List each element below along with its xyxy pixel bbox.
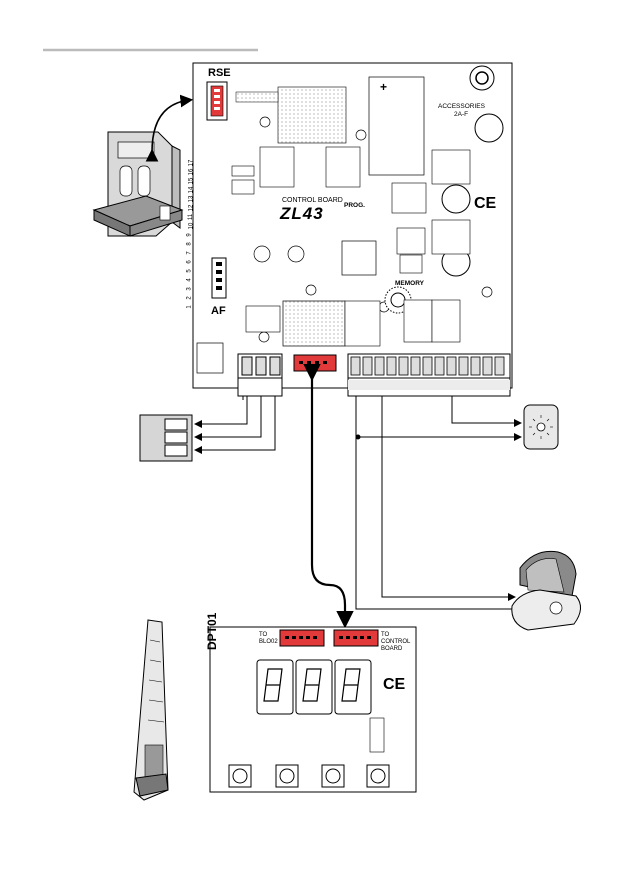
accessories-label: ACCESSORIES [438, 103, 485, 110]
terminal-screw [470, 356, 481, 376]
board-model: ZL43 [280, 204, 324, 223]
ce-mark-main: CE [474, 195, 497, 212]
terminal-number: 8 [186, 242, 193, 246]
prog-label: PROG. [344, 202, 365, 209]
fuse-label: 2A-F [454, 111, 469, 118]
terminal-number: 3 [186, 287, 193, 291]
terminal-number: 12 [188, 204, 195, 212]
rse-label: RSE [208, 67, 231, 79]
aux-wires [194, 396, 276, 454]
control-board-title: CONTROL BOARD [282, 197, 343, 204]
relay-k4 [282, 300, 346, 347]
rse-card-illustration [92, 131, 184, 237]
component-u28 [325, 146, 361, 188]
terminal-number: 13 [188, 195, 195, 203]
component-u26 [259, 146, 295, 188]
rse-connector [206, 81, 228, 121]
terminal-screw [350, 356, 361, 376]
display-buttons [228, 764, 390, 788]
display-model: DPT01 [205, 612, 219, 650]
terminal-number: 16 [188, 168, 195, 176]
rse-arrow [145, 94, 194, 162]
auxiliary-terminal-block [139, 414, 193, 462]
terminal-screw [362, 356, 373, 376]
relay-k1 [344, 300, 381, 347]
terminal-number: 2 [186, 296, 193, 300]
terminal-number: 1 [186, 305, 193, 309]
display-side-view [133, 619, 169, 801]
af-connector [211, 257, 227, 299]
ce-mark-display: CE [383, 676, 406, 693]
terminal-number: 11 [188, 213, 195, 221]
terminal-number: 9 [186, 233, 193, 237]
component-k7 [277, 86, 347, 144]
terminal-screw [434, 356, 445, 376]
relay-k2 [403, 299, 433, 343]
display-connector [293, 354, 337, 372]
terminal-number: 10 [188, 222, 195, 230]
microcontroller-u6 [341, 240, 377, 276]
terminal-screw [458, 356, 469, 376]
light-indicator [523, 404, 559, 450]
terminal-number: 6 [186, 260, 193, 264]
terminal-numbers: 17 16 15 14 13 12 11 10 9 8 7 6 5 4 3 2 … [180, 160, 198, 310]
terminal-screw [446, 356, 457, 376]
terminal-number: 4 [186, 278, 193, 282]
terminal-screw [410, 356, 421, 376]
relay-k3 [368, 76, 425, 176]
capacitor-c12 [474, 113, 504, 143]
seven-segment-display [256, 659, 372, 715]
dip-switch [396, 227, 426, 255]
relay-k5 [431, 299, 461, 343]
af-label: AF [211, 305, 226, 317]
terminal-number: 5 [186, 269, 193, 273]
terminal-screw [482, 356, 493, 376]
display-board [209, 626, 417, 793]
terminal-number: 7 [186, 251, 193, 255]
terminal-block-m5 [237, 353, 283, 397]
capacitor-c15 [441, 184, 471, 214]
terminal-number: 14 [188, 186, 195, 194]
terminal-screw [422, 356, 433, 376]
flashing-lamp [511, 550, 581, 631]
terminal-screw [374, 356, 385, 376]
component-u29 [391, 182, 427, 214]
terminal-number: 15 [188, 177, 195, 185]
lamp-wires [355, 396, 522, 613]
terminal-screw [398, 356, 409, 376]
terminal-number: 17 [188, 159, 195, 167]
component-u8 [245, 305, 281, 333]
terminal-screw [494, 356, 505, 376]
display-cable [303, 363, 354, 629]
to-blo02-label: TO BLO02 [259, 632, 278, 645]
plus-symbol: + [380, 80, 388, 94]
to-control-board-label: TO CONTROL BOARD [381, 632, 411, 652]
pin-header [235, 91, 279, 103]
memory-label: MEMORY [395, 280, 425, 287]
terminal-screw [386, 356, 397, 376]
